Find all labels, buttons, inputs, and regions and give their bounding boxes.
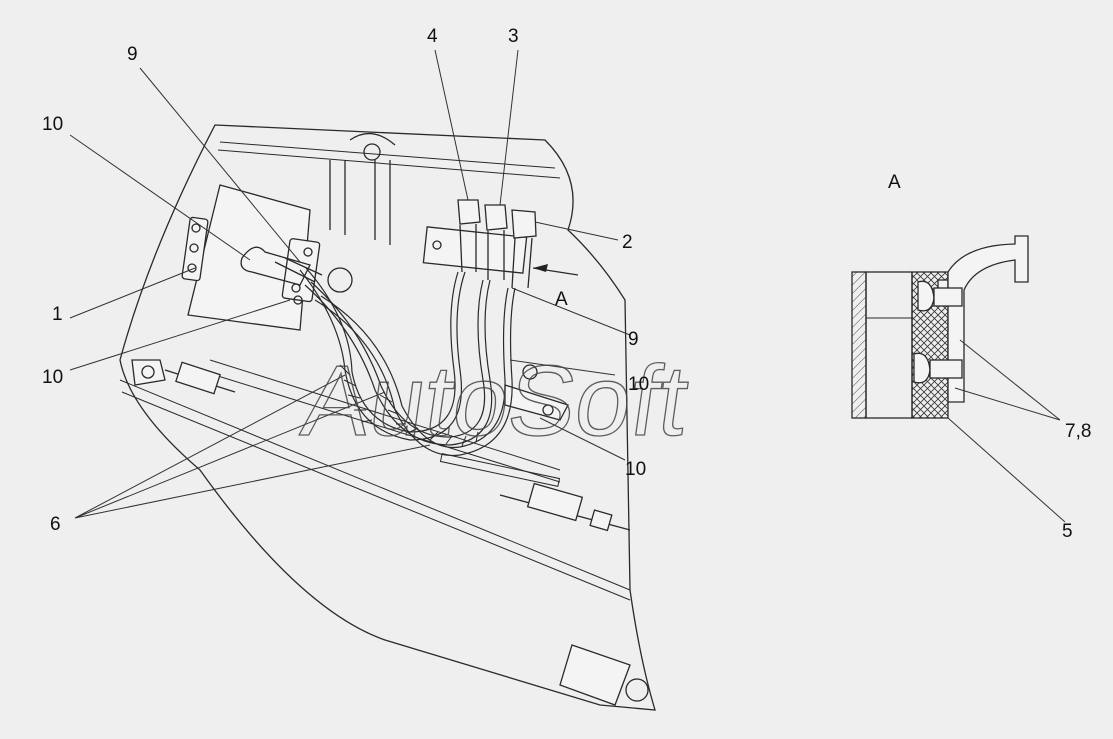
cab-panel bbox=[119, 124, 656, 711]
callout-9-left: 9 bbox=[127, 44, 138, 65]
section-title-a: A bbox=[888, 172, 901, 193]
callout-5: 5 bbox=[1062, 521, 1073, 542]
block-1 bbox=[181, 184, 353, 331]
callout-9-right: 9 bbox=[628, 329, 639, 350]
callout-7-8: 7,8 bbox=[1065, 421, 1091, 442]
callout-10-right: 10 bbox=[628, 374, 649, 395]
view-arrow bbox=[532, 264, 579, 276]
callout-10-top-left: 10 bbox=[42, 114, 63, 135]
watermark-text: AutoSoft bbox=[296, 345, 695, 456]
callout-3: 3 bbox=[508, 26, 519, 47]
block-2 bbox=[422, 199, 537, 289]
callout-4: 4 bbox=[427, 26, 438, 47]
hose-bundle bbox=[299, 267, 516, 457]
callout-2: 2 bbox=[622, 232, 633, 253]
section-view-a bbox=[851, 235, 1029, 419]
callout-1: 1 bbox=[52, 304, 63, 325]
plate-lower bbox=[504, 364, 569, 421]
leader-lines bbox=[69, 49, 1066, 523]
callout-10-left: 10 bbox=[42, 367, 63, 388]
cylinder-left bbox=[131, 359, 236, 395]
cylinder-lower bbox=[499, 482, 631, 532]
callout-10-lower: 10 bbox=[625, 459, 646, 480]
arrow-label-a: A bbox=[555, 289, 568, 310]
callout-6: 6 bbox=[50, 514, 61, 535]
